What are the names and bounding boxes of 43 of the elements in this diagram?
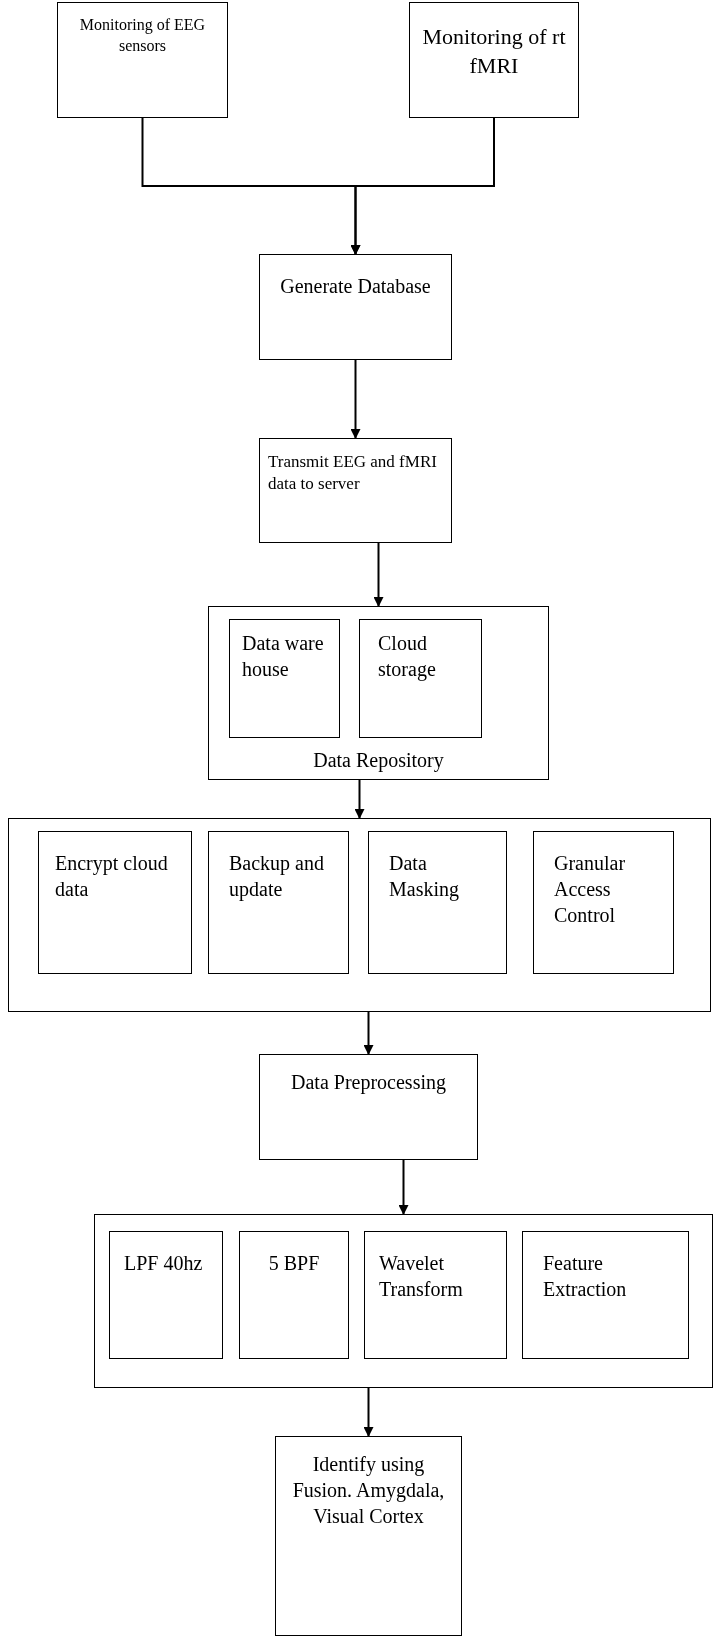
process-box <box>364 1231 507 1359</box>
box-label: Wavelet Transform <box>379 1251 464 1302</box>
box-label: Generate Database <box>279 274 432 299</box>
group-box <box>94 1214 713 1388</box>
box-label: Monitoring of rt fMRI <box>421 23 567 80</box>
group-box <box>208 606 549 780</box>
box-label: Data Preprocessing <box>290 1070 447 1095</box>
process-box <box>533 831 674 974</box>
arrow <box>398 1159 409 1215</box>
box-label: Data ware house <box>242 631 325 682</box>
box-label: Identify using Fusion. Amygdala, Visual Cortex <box>291 1452 446 1529</box>
box-label: Backup and update <box>229 851 325 902</box>
process-box <box>239 1231 349 1359</box>
process-box <box>229 619 340 738</box>
process-box <box>109 1231 223 1359</box>
box-label: Encrypt cloud data <box>55 851 169 902</box>
arrow <box>363 1387 374 1437</box>
arrow <box>363 1011 374 1055</box>
process-box <box>259 438 452 543</box>
process-box <box>38 831 192 974</box>
box-label: Granular Access Control <box>554 851 627 928</box>
group-label: Data Repository <box>312 748 445 773</box>
process-box <box>57 2 228 118</box>
process-box <box>259 254 452 360</box>
box-label: Data Masking <box>389 851 460 902</box>
process-box <box>368 831 507 974</box>
box-label: Monitoring of EEG sensors <box>78 15 207 56</box>
arrow <box>354 779 365 819</box>
box-label: LPF 40hz <box>124 1251 204 1276</box>
box-label: 5 BPF <box>267 1251 321 1276</box>
process-box <box>522 1231 689 1359</box>
box-label: Cloud storage <box>378 631 437 682</box>
arrow <box>373 542 384 607</box>
process-box <box>275 1436 462 1636</box>
process-box <box>409 2 579 118</box>
box-label: Feature Extraction <box>543 1251 628 1302</box>
group-box <box>8 818 711 1012</box>
arrow <box>350 117 495 255</box>
process-box <box>208 831 349 974</box>
process-box <box>259 1054 478 1160</box>
process-box <box>359 619 482 738</box>
box-label: Transmit EEG and fMRI data to server <box>268 451 438 496</box>
arrow <box>350 359 361 439</box>
